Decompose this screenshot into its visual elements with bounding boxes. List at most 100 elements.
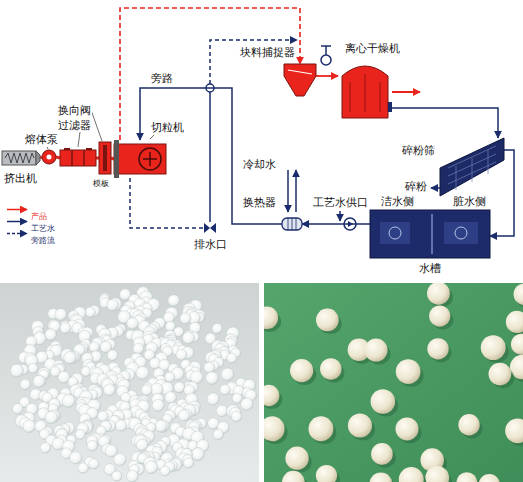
pellet	[168, 295, 180, 307]
pellet	[40, 443, 50, 453]
extruder-screw	[5, 153, 34, 163]
pellet-ball	[429, 305, 453, 329]
pellet	[107, 350, 118, 361]
pellet	[178, 410, 190, 422]
ball	[285, 447, 308, 470]
pellet	[23, 420, 36, 433]
pellet-ball	[458, 414, 482, 438]
catcher-node: 块料捕捉器	[284, 64, 316, 96]
drain-pipe	[209, 92, 211, 222]
ball	[308, 416, 333, 441]
product-pipe	[120, 8, 300, 140]
pellet-ball	[308, 416, 336, 444]
ball	[282, 471, 305, 482]
pellet	[145, 461, 158, 474]
pellet	[241, 398, 253, 410]
pellet	[231, 411, 242, 422]
pump-node: 熔体泵	[42, 150, 56, 164]
ball	[348, 413, 372, 437]
pellet-ball	[320, 358, 344, 382]
pellet-ball	[425, 466, 452, 482]
catcher-shape	[284, 64, 316, 96]
pellet	[20, 379, 31, 390]
pellet	[221, 368, 234, 381]
ball	[488, 363, 511, 386]
filter-cap	[86, 148, 92, 150]
pellet	[183, 458, 193, 468]
ball	[316, 465, 337, 482]
pellet-balls	[264, 283, 523, 482]
legend-row: 工艺水	[6, 216, 30, 227]
pellet	[60, 323, 71, 334]
pellet-ball	[481, 335, 509, 363]
legend-row: 产品	[6, 204, 22, 215]
screen-node: 碎粉筛	[440, 138, 504, 196]
diverter-valve	[99, 142, 111, 174]
legend-line	[7, 221, 27, 223]
equipment-label: 换向阀	[57, 104, 92, 117]
pellet-ball	[427, 283, 453, 308]
pelletizer-body	[114, 144, 166, 174]
ball	[371, 443, 393, 465]
legend-text: 工艺水	[31, 224, 55, 233]
equipment-label: 过滤器	[57, 119, 92, 132]
pellet	[62, 394, 75, 407]
pellet	[191, 448, 204, 461]
pellet	[133, 343, 144, 354]
process-label: 排水口	[193, 238, 228, 251]
pellet-ball	[479, 474, 504, 482]
pellet	[75, 429, 85, 439]
hx-shape	[282, 214, 302, 234]
fines-outlet	[431, 187, 440, 189]
filter-shape	[60, 148, 96, 168]
exchanger-tubes	[288, 218, 296, 230]
pellet	[165, 392, 177, 404]
pellet	[165, 372, 175, 382]
heat-exchanger	[282, 218, 302, 230]
pellet-ball	[264, 416, 288, 444]
pellet-ball	[514, 283, 523, 308]
pellet	[64, 351, 76, 363]
pellet	[152, 399, 164, 411]
pellet	[227, 353, 237, 363]
pellet	[45, 329, 57, 341]
legend-row: 旁路流	[6, 228, 30, 239]
agglomerate-catcher	[284, 64, 316, 96]
photo-ground	[0, 283, 259, 482]
pellet	[114, 453, 127, 466]
ball	[264, 416, 285, 441]
ball	[425, 466, 449, 482]
equipment-label: 切粒机	[150, 121, 185, 134]
leader-line	[47, 147, 48, 149]
filter-body	[60, 150, 96, 166]
pellet-ball	[348, 413, 375, 440]
equipment-label: 水槽	[418, 262, 442, 275]
pellet	[160, 466, 170, 476]
legend-line	[7, 209, 27, 211]
legend-sample	[6, 229, 28, 238]
pellet	[213, 429, 224, 440]
legend-text: 产品	[31, 212, 47, 221]
pellet-ball	[511, 334, 523, 358]
pellet-pile	[10, 287, 256, 482]
pellet-ball	[396, 359, 424, 387]
equipment-label: 块料捕捉器	[239, 46, 296, 59]
ball	[396, 417, 419, 440]
pellet	[85, 307, 95, 317]
product-pipe	[56, 157, 60, 158]
pellet-ball	[316, 309, 342, 335]
pellet	[55, 308, 67, 320]
pellet	[180, 313, 191, 324]
tank-pump	[389, 227, 401, 239]
equipment-label: 换热器	[242, 196, 277, 209]
extruder-tip	[36, 151, 40, 165]
melt-pump	[42, 150, 56, 164]
valve-shape	[99, 142, 111, 174]
filter-cap	[64, 148, 70, 150]
ball	[479, 474, 501, 482]
tank-divider	[431, 214, 433, 254]
fines-screen	[440, 138, 504, 196]
pellet-ball	[370, 472, 396, 482]
pellet-ball	[264, 306, 281, 331]
pellet	[28, 363, 38, 373]
